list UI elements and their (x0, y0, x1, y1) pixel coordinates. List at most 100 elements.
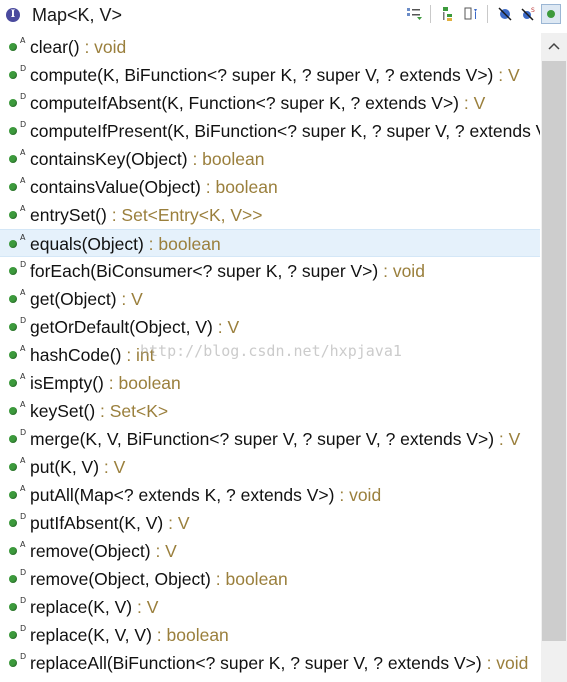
method-return-type: : void (79, 37, 127, 57)
method-modifier-badge: A (20, 456, 26, 465)
method-signature: computeIfPresent(K, BiFunction<? super K… (30, 121, 540, 141)
method-modifier-badge: D (20, 260, 27, 269)
method-return-type: : int (121, 345, 155, 365)
link-editor-button[interactable] (461, 4, 481, 24)
method-signature: get(Object) (30, 289, 117, 309)
method-label: replace(K, V, V) : boolean (30, 624, 229, 646)
method-modifier-badge: D (20, 428, 27, 437)
method-modifier-badge: A (20, 176, 26, 185)
show-inherited-button[interactable] (438, 4, 458, 24)
method-modifier-badge: D (20, 624, 27, 633)
public-method-icon (9, 99, 17, 107)
public-method-icon (9, 379, 17, 387)
hide-fields-button[interactable] (495, 4, 515, 24)
method-return-type: : V (132, 597, 159, 617)
method-signature: containsValue(Object) (30, 177, 201, 197)
link-editor-icon (464, 7, 477, 20)
sort-button[interactable] (404, 4, 424, 24)
scroll-up-button[interactable] (541, 33, 567, 59)
public-method-icon (9, 183, 17, 191)
method-signature: hashCode() (30, 345, 122, 365)
method-modifier-badge: A (20, 288, 26, 297)
public-method-icon (9, 631, 17, 639)
method-signature: remove(Object) (30, 541, 151, 561)
method-label: getOrDefault(Object, V) : V (30, 316, 239, 338)
method-modifier-badge: A (20, 372, 26, 381)
public-method-icon (9, 407, 17, 415)
public-method-icon (9, 71, 17, 79)
method-signature: merge(K, V, BiFunction<? super V, ? supe… (30, 429, 495, 449)
public-method-icon (9, 603, 17, 611)
method-return-type: : V (163, 513, 190, 533)
method-return-type: : boolean (187, 149, 265, 169)
method-modifier-badge: A (20, 148, 26, 157)
method-label: putAll(Map<? extends K, ? extends V>) : … (30, 484, 381, 506)
method-label: put(K, V) : V (30, 456, 125, 478)
method-modifier-badge: A (20, 204, 26, 213)
method-return-type: : boolean (151, 625, 229, 645)
method-return-type: : V (494, 429, 521, 449)
public-method-icon (9, 351, 17, 359)
method-signature: compute(K, BiFunction<? super K, ? super… (30, 65, 494, 85)
method-label: containsValue(Object) : boolean (30, 176, 278, 198)
method-label: replace(K, V) : V (30, 596, 158, 618)
public-method-icon (9, 155, 17, 163)
method-label: forEach(BiConsumer<? super K, ? super V>… (30, 260, 425, 282)
svg-text:S: S (531, 7, 535, 14)
hide-fields-icon (498, 7, 512, 21)
method-label: hashCode() : int (30, 344, 155, 366)
method-return-type: : V (150, 541, 177, 561)
method-label: containsKey(Object) : boolean (30, 148, 264, 170)
method-label: compute(K, BiFunction<? super K, ? super… (30, 64, 520, 86)
method-label: merge(K, V, BiFunction<? super V, ? supe… (30, 428, 520, 450)
method-return-type: : boolean (143, 234, 221, 254)
method-return-type: : boolean (210, 569, 288, 589)
method-modifier-badge: A (20, 344, 26, 353)
method-modifier-badge: A (20, 36, 26, 45)
method-signature: clear() (30, 37, 80, 57)
method-return-type: : boolean (200, 177, 278, 197)
hide-nonpublic-button[interactable] (541, 4, 561, 24)
interface-icon: I (6, 8, 20, 22)
method-signature: entrySet() (30, 205, 107, 225)
hide-static-icon: S (521, 7, 535, 21)
method-label: replaceAll(BiFunction<? super K, ? super… (30, 652, 528, 674)
method-signature: getOrDefault(Object, V) (30, 317, 213, 337)
public-method-icon (9, 491, 17, 499)
outline-title: Map<K, V> (32, 5, 123, 25)
public-method-icon (9, 519, 17, 527)
method-label: putIfAbsent(K, V) : V (30, 512, 190, 534)
method-label: keySet() : Set<K> (30, 400, 168, 422)
hide-static-button[interactable]: S (518, 4, 538, 24)
method-return-type: : boolean (103, 373, 181, 393)
vertical-scrollbar[interactable] (541, 33, 567, 682)
scroll-thumb[interactable] (542, 61, 566, 641)
method-modifier-badge: D (20, 120, 27, 129)
method-signature: putIfAbsent(K, V) (30, 513, 164, 533)
